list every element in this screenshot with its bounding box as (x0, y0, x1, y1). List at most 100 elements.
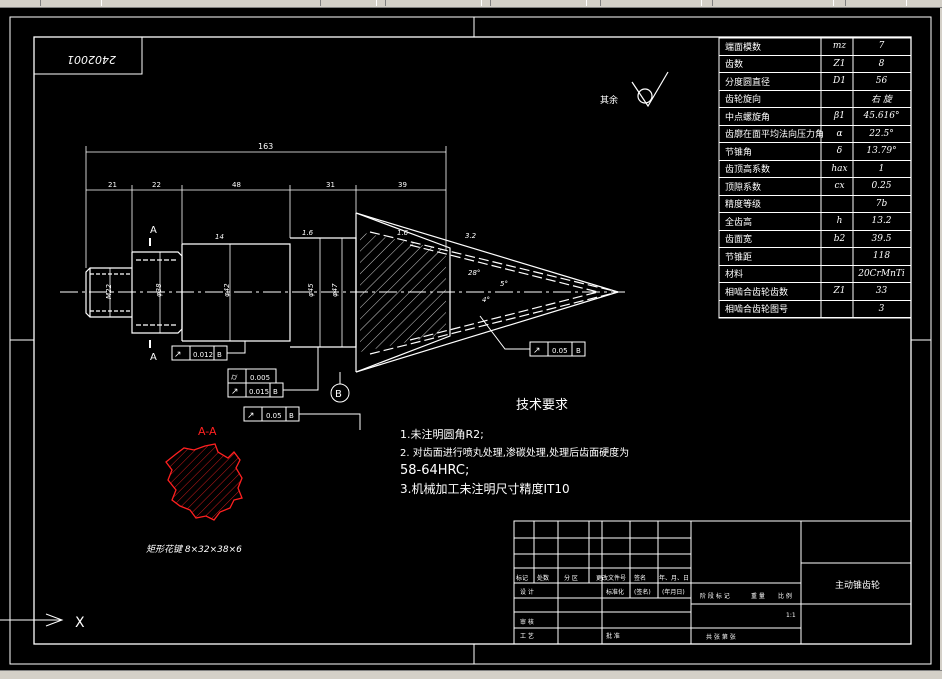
param-symbol: b2 (833, 233, 846, 244)
param-name: 材料 (725, 270, 744, 281)
tol3-symbol: ↗ (231, 387, 239, 397)
tol4-datum: B (289, 412, 294, 420)
param-value: 0.25 (871, 181, 892, 192)
spline-section-aa (165, 443, 243, 521)
toolbar-tab[interactable] (845, 0, 907, 6)
param-name: 节锥距 (725, 252, 753, 263)
tech-req-line3: 58-64HRC; (400, 463, 469, 478)
rough-16: 1.6 (302, 229, 314, 237)
tech-req-line1: 1.未注明圆角R2; (400, 427, 484, 441)
param-value: 7 (878, 41, 885, 52)
toolbar-tab[interactable] (320, 0, 377, 6)
tb-zone: 分 区 (564, 574, 578, 582)
param-name: 顶隙系数 (725, 182, 762, 193)
code-stamp-box (33, 36, 143, 75)
param-symbol: α (836, 128, 843, 139)
param-value: 3 (878, 303, 885, 314)
param-symbol: mz (832, 41, 847, 52)
param-name: 相啮合齿轮图号 (725, 305, 789, 316)
toolbar-tab[interactable] (600, 0, 702, 6)
spline-note: 矩形花键 8×32×38×6 (146, 544, 242, 555)
rough-16b: 1.6 (397, 229, 409, 237)
param-name: 中点螺旋角 (725, 112, 771, 123)
param-name: 齿轮旋向 (725, 95, 762, 106)
param-value: 33 (875, 286, 888, 297)
param-symbol: Z1 (833, 58, 846, 69)
tb-scale: 比 例 (778, 592, 792, 600)
surface-finish-label: 其余 (600, 94, 618, 106)
code-stamp: 2402001 (67, 53, 116, 66)
toolbar-tab[interactable] (40, 0, 102, 6)
tb-date: 年、月、日 (659, 574, 689, 582)
tol4-value: 0.05 (266, 412, 282, 420)
param-value: 45.616° (863, 111, 900, 122)
param-value: 13.79° (866, 146, 897, 157)
toolbar-tab[interactable] (712, 0, 834, 6)
toolbar-tab[interactable] (490, 0, 587, 6)
section-label-aa: A-A (198, 425, 217, 438)
angle-1: 28° (468, 269, 480, 277)
dim-48: 48 (232, 181, 241, 189)
tb-scale-val: 1:1 (786, 612, 796, 619)
param-name: 节锥角 (725, 147, 753, 158)
dim-m22: M22 (105, 284, 113, 299)
param-name: 全齿高 (725, 217, 753, 228)
rough-32: 3.2 (465, 232, 477, 240)
param-value: 8 (878, 58, 885, 69)
dimension-lines (85, 146, 447, 347)
param-value: 22.5° (869, 128, 894, 139)
param-row: 齿顶高系数 hax 1 (719, 161, 911, 178)
param-symbol: cx (834, 181, 845, 192)
dim-22: 22 (152, 181, 161, 189)
ucs-icon (0, 613, 64, 627)
cone-section-hatch (360, 232, 446, 352)
dim-dia42: φ42 (223, 283, 231, 297)
param-value: 1 (878, 163, 885, 174)
tol5-datum: B (576, 347, 581, 355)
tol4-symbol: ↗ (247, 411, 255, 421)
tb-approve: 批 准 (606, 632, 620, 640)
tb-sheets: 共 张 第 张 (706, 633, 736, 641)
param-row: 材料 20CrMnTi (719, 266, 911, 283)
tol1-datum: B (217, 351, 222, 359)
toolbar-strip (0, 0, 942, 8)
tb-std: 标准化 (606, 588, 624, 596)
tb-check: 审 核 (520, 618, 534, 626)
param-symbol: Z1 (833, 286, 846, 297)
param-symbol: D1 (833, 76, 846, 87)
toolbar-tab[interactable] (385, 0, 482, 6)
datum-b: B (335, 389, 342, 400)
param-name: 精度等级 (725, 200, 762, 211)
param-name: 齿数 (725, 60, 744, 71)
param-name: 齿廓在面平均法向压力角 (725, 130, 825, 141)
title-block-grid (513, 520, 912, 645)
param-row: 齿廓在面平均法向压力角 α 22.5° (719, 126, 911, 143)
dim-39: 39 (398, 181, 407, 189)
param-value: 右 旋 (871, 95, 892, 106)
tol5-symbol: ↗ (533, 346, 541, 356)
section-a-bottom: A (150, 352, 157, 363)
vertical-scrollbar[interactable] (940, 8, 942, 671)
part-name: 主动锥齿轮 (835, 579, 880, 591)
status-strip (0, 670, 942, 679)
param-name: 相啮合齿轮齿数 (725, 287, 789, 298)
param-name: 齿顶高系数 (725, 165, 771, 176)
param-value: 20CrMnTi (858, 268, 905, 279)
param-value: 7b (875, 198, 888, 209)
tol5-value: 0.05 (552, 347, 568, 355)
tol2-symbol: ⌭ (231, 373, 238, 383)
param-name: 分度圆直径 (725, 77, 771, 88)
tol1-symbol: ↗ (174, 350, 182, 360)
tb-craft: 工 艺 (520, 632, 534, 640)
tb-count: 处数 (537, 574, 549, 582)
dim-31: 31 (326, 181, 335, 189)
param-symbol: hax (831, 163, 848, 174)
dim-dia38: φ38 (155, 283, 163, 297)
